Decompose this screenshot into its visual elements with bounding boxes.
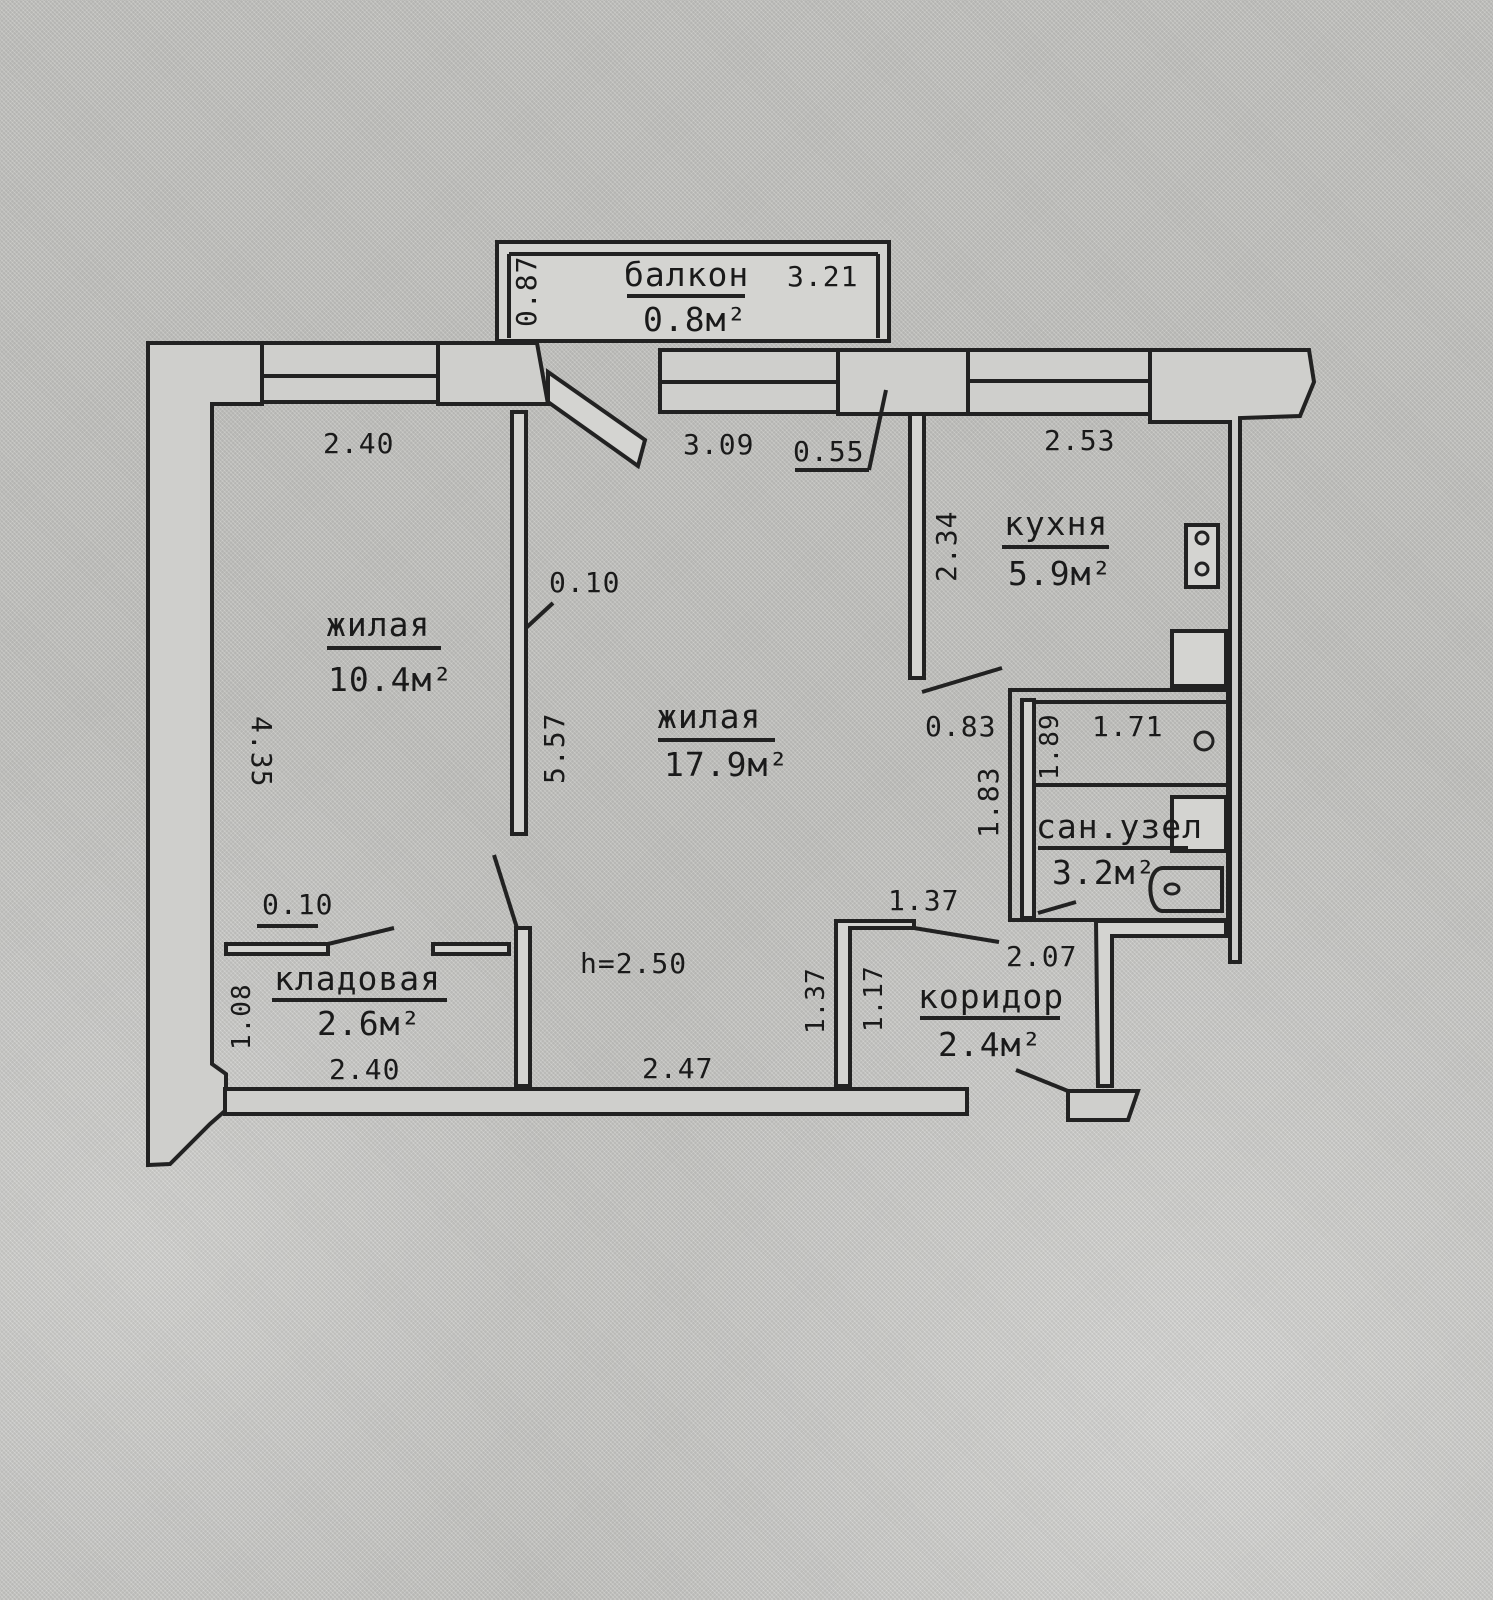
dim-storage-bottom: 2.40	[329, 1053, 400, 1086]
bathroom-name: сан.узел	[1036, 807, 1203, 846]
storage-door	[327, 926, 395, 946]
dim-bath-side-outer: 1.83	[972, 767, 1005, 838]
top-left-wall-end	[436, 341, 551, 406]
bottom-right-entry-wall	[1066, 1089, 1141, 1122]
bathtub	[1170, 795, 1228, 853]
dim-bath-top: 1.71	[1092, 710, 1163, 743]
storage-top-wall-right	[431, 942, 511, 956]
balcony-name: балкон	[624, 255, 749, 294]
large-living-name: жилая	[657, 697, 761, 736]
dim-corridor-left-a: 1.37	[801, 967, 831, 1034]
dim-balcony-width: 3.21	[787, 260, 858, 293]
dim-kitchen-side: 2.34	[930, 511, 963, 582]
stove-burner-bottom	[1194, 561, 1210, 577]
kitchen-name: кухня	[1004, 504, 1108, 543]
dim-height: h=2.50	[580, 947, 687, 980]
large-room-opening	[492, 854, 519, 929]
kitchen-door	[921, 666, 1003, 694]
dim-kitchen-door: 0.83	[925, 710, 996, 743]
opening-small-leader	[867, 389, 888, 471]
corridor-right-wall	[1093, 919, 1228, 1088]
top-center-pier	[836, 348, 970, 416]
partition-door-swing	[524, 601, 555, 630]
small-living-area: 10.4м²	[328, 660, 453, 699]
kitchen-area: 5.9м²	[1008, 554, 1112, 593]
bottom-main-wall	[223, 1087, 969, 1116]
dim-large-room-top: 3.09	[683, 428, 754, 461]
bathroom-door	[1037, 900, 1077, 915]
dim-bath-side-inner: 1.89	[1035, 713, 1065, 780]
dim-balcony-depth: 0.87	[510, 256, 543, 327]
toilet-bowl-icon	[1163, 882, 1181, 896]
kitchen-sink	[1170, 629, 1228, 688]
corridor-door-top	[913, 926, 1000, 944]
bathroom-area: 3.2м²	[1052, 853, 1156, 892]
dim-small-room-side: 4.35	[245, 716, 278, 787]
kitchen-left-wall	[908, 412, 926, 680]
dim-corridor-side: 2.07	[1006, 940, 1077, 973]
dim-small-room-top: 2.40	[323, 427, 394, 460]
small-living-name: жилая	[326, 605, 430, 644]
dim-partition-a: 0.10	[549, 566, 620, 599]
stove	[1184, 523, 1220, 589]
dim-large-room-side: 5.57	[538, 713, 571, 784]
dim-corridor-top: 1.37	[888, 884, 959, 917]
entry-door	[1015, 1068, 1069, 1093]
top-right-wall	[1148, 348, 1317, 964]
stove-burner-top	[1194, 530, 1210, 546]
washbasin-icon	[1193, 730, 1215, 752]
corridor-area: 2.4м²	[938, 1025, 1042, 1064]
balcony-door	[546, 368, 648, 470]
top-left-wall-window	[260, 341, 440, 404]
corridor-name: коридор	[918, 977, 1064, 1016]
toilet-icon	[1148, 866, 1224, 913]
bathroom-inner-left	[1020, 698, 1036, 920]
dim-storage-side: 1.08	[227, 983, 257, 1050]
balcony-area: 0.8м²	[643, 300, 747, 339]
partition-small-room-right	[510, 410, 528, 836]
large-living-area: 17.9м²	[664, 745, 789, 784]
storage-top-wall-left	[224, 942, 330, 956]
dim-opening-small: 0.55	[793, 435, 864, 468]
dim-corridor-left-b: 1.17	[859, 965, 889, 1032]
balcony-outline	[495, 240, 891, 343]
storage-area: 2.6м²	[317, 1004, 421, 1043]
corridor-left-wall	[834, 919, 916, 1088]
dim-partition-b: 0.10	[262, 888, 333, 921]
storage-name: кладовая	[274, 959, 441, 998]
dim-kitchen-top: 2.53	[1044, 424, 1115, 457]
storage-right-wall	[514, 926, 532, 1088]
dim-main-bottom: 2.47	[642, 1052, 713, 1085]
